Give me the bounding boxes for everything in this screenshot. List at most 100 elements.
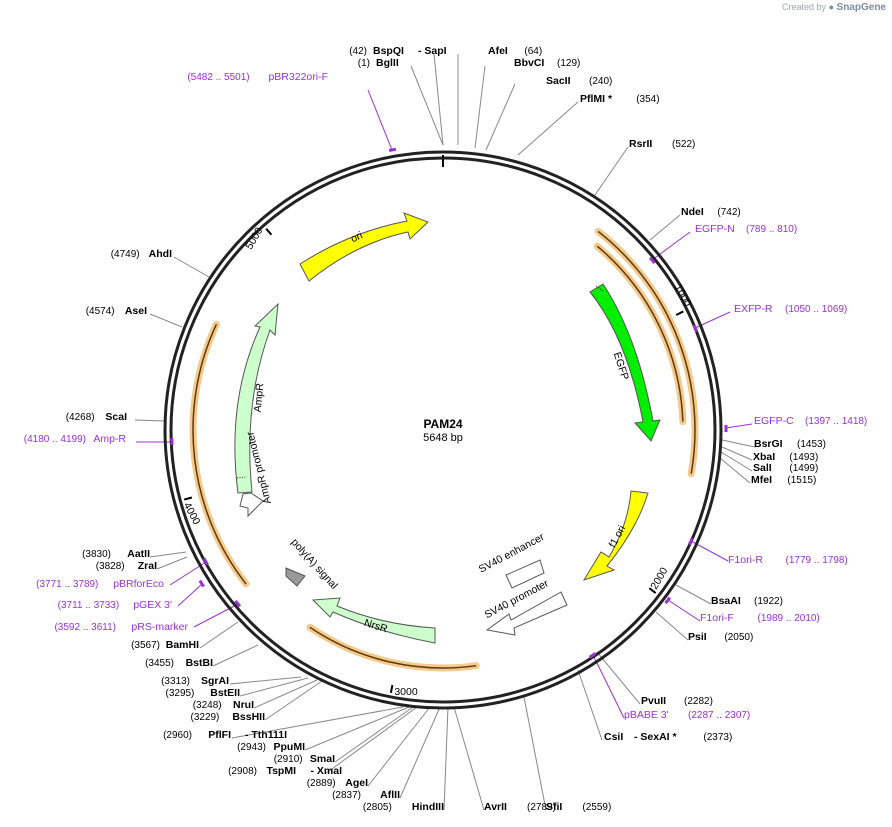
- feature-sv40-enhancer[interactable]: [505, 559, 545, 589]
- primer-mark-f1ori-f[interactable]: [664, 596, 672, 605]
- site-name-hindiii[interactable]: HindIII: [412, 801, 444, 813]
- site-name-scai[interactable]: ScaI: [105, 411, 127, 423]
- site-name-tth111i[interactable]: - Tth111I: [245, 729, 287, 741]
- site-leader-ahdi: [173, 256, 210, 278]
- watermark-prefix: Created by: [782, 2, 827, 12]
- site-name-bspqi[interactable]: BspQI: [373, 45, 404, 57]
- site-name-sexai[interactable]: - SexAI *: [634, 731, 678, 743]
- site-pos-bbvci: (129): [557, 58, 580, 69]
- feature-poly-a-signal[interactable]: [285, 567, 306, 587]
- site-name-bbvci[interactable]: BbvCI: [514, 57, 544, 69]
- site-name-xmai[interactable]: - XmaI: [310, 765, 342, 777]
- site-pos-mfei: (1515): [787, 475, 816, 486]
- primer-name-egfp-n[interactable]: EGFP-N: [695, 223, 735, 235]
- primer-mark-pgex-3[interactable]: [198, 579, 205, 588]
- site-name-bsrgi[interactable]: BsrGI: [754, 438, 783, 450]
- primer-name-pgex-3[interactable]: pGEX 3': [133, 599, 172, 611]
- site-name-sapi[interactable]: - SapI: [418, 45, 447, 57]
- site-name-zrai[interactable]: ZraI: [138, 560, 157, 572]
- snapgene-watermark: Created by ● SnapGene: [782, 2, 886, 13]
- site-leader-aflii: [399, 706, 441, 799]
- site-leader-rsrii: [594, 146, 629, 196]
- site-pos-asei: (4574): [86, 306, 115, 317]
- site-name-bsshii[interactable]: BssHII: [232, 711, 265, 723]
- site-name-agei[interactable]: AgeI: [345, 777, 368, 789]
- site-name-bsaai[interactable]: BsaAI: [711, 595, 741, 607]
- backbone-outer-circle: [163, 150, 723, 710]
- site-name-avrii[interactable]: AvrII: [484, 801, 507, 813]
- site-name-pflmi[interactable]: PflMI *: [580, 93, 613, 105]
- site-name-tspmi[interactable]: TspMI: [266, 765, 296, 777]
- primer-name-f1ori-r[interactable]: F1ori-R: [728, 554, 763, 566]
- site-pos-xbai: (1493): [789, 452, 818, 463]
- site-name-mfei[interactable]: MfeI: [751, 474, 772, 486]
- feature-f1-ori[interactable]: [582, 490, 649, 581]
- primer-range-pbrforeco: (3771 .. 3789): [36, 579, 98, 590]
- site-name-bsteii[interactable]: BstEII: [210, 687, 240, 699]
- site-name-csii[interactable]: CsiI: [604, 731, 623, 743]
- site-name-bstbi[interactable]: BstBI: [186, 657, 214, 669]
- feature-egfp[interactable]: [589, 283, 661, 442]
- site-name-bamhi[interactable]: BamHI: [166, 639, 199, 651]
- feature-nrsr[interactable]: [311, 597, 436, 644]
- site-name-sali[interactable]: SalI: [753, 462, 772, 474]
- primer-name-exfp-r[interactable]: EXFP-R: [734, 303, 773, 315]
- primer-mark-prs-marker[interactable]: [234, 599, 242, 608]
- feature-label-nrsr: NrsR: [363, 617, 390, 636]
- site-name-asei[interactable]: AseI: [125, 305, 147, 317]
- site-name-sfii[interactable]: SfiI: [546, 801, 562, 813]
- site-name-sgrai[interactable]: SgrAI: [201, 675, 229, 687]
- primer-name-amp-r[interactable]: Amp-R: [93, 433, 126, 445]
- orf-nrsr[interactable]: [309, 626, 477, 669]
- site-name-bglii[interactable]: BglII: [376, 57, 399, 69]
- site-name-afei[interactable]: AfeI: [488, 45, 508, 57]
- site-name-aatii[interactable]: AatII: [127, 548, 150, 560]
- primer-range-amp-r: (4180 .. 4199): [24, 434, 86, 445]
- primer-mark-pbr322ori-f[interactable]: [388, 147, 397, 153]
- site-pos-tspmi: (2908): [228, 766, 257, 777]
- primer-name-prs-marker[interactable]: pRS-marker: [131, 621, 188, 633]
- site-name-ppumi[interactable]: PpuMI: [274, 741, 306, 753]
- primer-mark-exfp-r[interactable]: [692, 324, 698, 333]
- site-leader-nrui: [253, 679, 318, 709]
- site-name-ndei[interactable]: NdeI: [681, 206, 704, 218]
- primer-mark-egfp-n[interactable]: [648, 256, 656, 265]
- primer-mark-f1ori-r[interactable]: [687, 537, 694, 546]
- primer-mark-amp-r[interactable]: [170, 437, 174, 446]
- primer-name-pbabe-3[interactable]: pBABE 3': [624, 709, 669, 721]
- orf-arcs: [189, 227, 699, 672]
- site-pos-sfii: (2559): [582, 802, 611, 813]
- site-pos-sgrai: (3313): [161, 676, 190, 687]
- feature-ampr[interactable]: [234, 302, 279, 494]
- primer-name-f1ori-f[interactable]: F1ori-F: [700, 612, 734, 624]
- feature-sv40-promoter[interactable]: [485, 591, 568, 636]
- site-name-xbai[interactable]: XbaI: [753, 451, 775, 463]
- site-pos-sexai: (2373): [703, 732, 732, 743]
- orf-ampr[interactable]: [192, 324, 247, 585]
- site-pos-nrui: (3248): [193, 700, 222, 711]
- site-name-pflfi[interactable]: PflFI: [208, 729, 231, 741]
- site-name-pvuii[interactable]: PvuII: [641, 695, 666, 707]
- site-leader-smai: [334, 706, 414, 763]
- feature-ori[interactable]: [299, 212, 429, 282]
- site-name-psii[interactable]: PsiI: [688, 631, 707, 643]
- site-leader-tspmi: [324, 706, 418, 775]
- primer-range-pbr322ori-f: (5482 .. 5501): [187, 72, 249, 83]
- site-name-smai[interactable]: SmaI: [310, 753, 335, 765]
- orf-egfp-inner[interactable]: [596, 245, 684, 422]
- site-name-nrui[interactable]: NruI: [233, 699, 254, 711]
- site-name-ahdi[interactable]: AhdI: [149, 248, 172, 260]
- primer-mark-pbabe-3[interactable]: [588, 652, 597, 659]
- site-name-aflii[interactable]: AflII: [380, 789, 400, 801]
- tick-label-3000: 3000: [394, 686, 418, 698]
- primer-mark-egfp-c[interactable]: [724, 424, 728, 433]
- feature-ampr-promoter[interactable]: [239, 492, 264, 518]
- orf-egfp-outer[interactable]: [597, 230, 696, 474]
- primer-mark-pbrforeco[interactable]: [202, 557, 209, 566]
- site-name-sacii[interactable]: SacII: [546, 75, 571, 87]
- site-name-rsrii[interactable]: RsrII: [629, 138, 652, 150]
- primer-name-egfp-c[interactable]: EGFP-C: [754, 415, 794, 427]
- primer-name-pbrforeco[interactable]: pBRforEco: [113, 578, 164, 590]
- primer-name-pbr322ori-f[interactable]: pBR322ori-F: [268, 71, 328, 83]
